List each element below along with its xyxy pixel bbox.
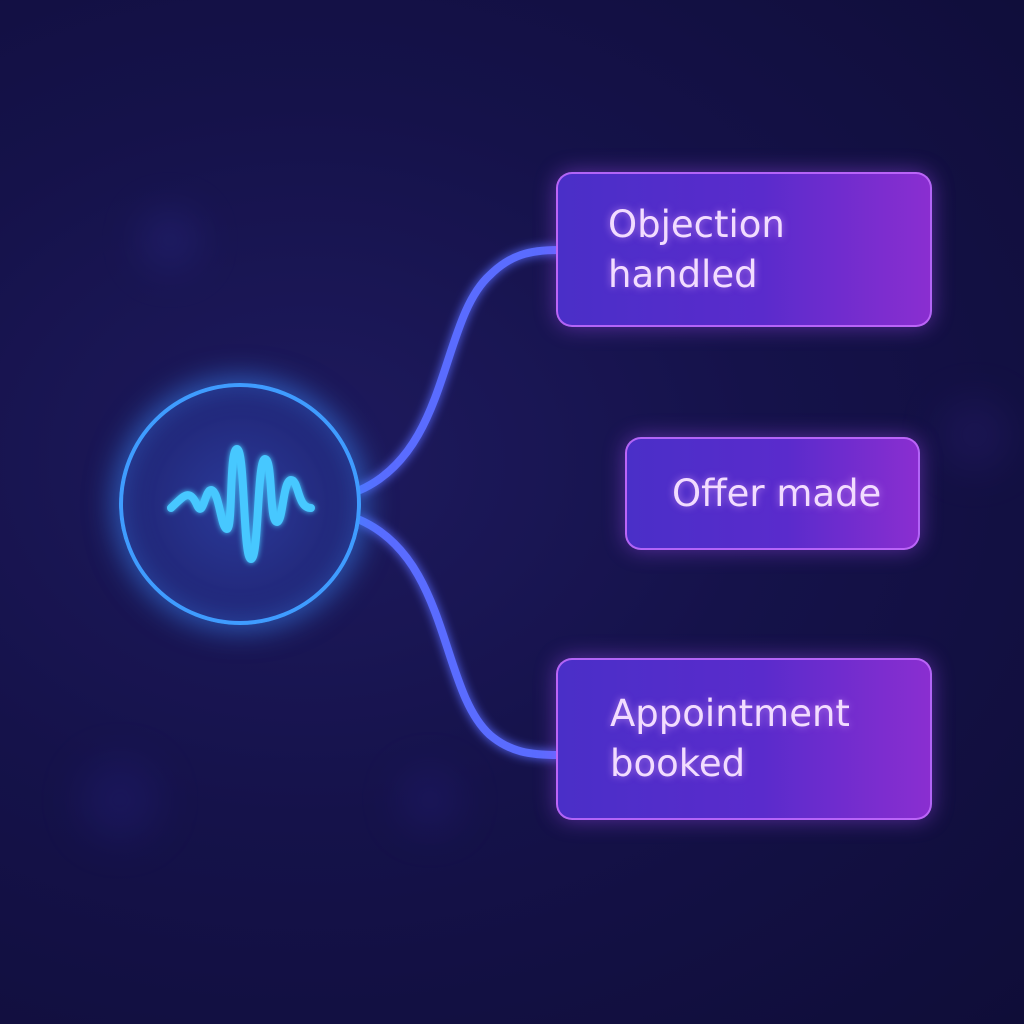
node-label: Offer made <box>672 471 882 515</box>
background-glow <box>940 400 1010 470</box>
background-glow <box>140 210 200 270</box>
connector-to-objection-handled <box>356 246 562 494</box>
node-label: Appointment booked <box>610 692 850 785</box>
node-objection-handled: Objection handled <box>556 172 932 327</box>
node-offer-made: Offer made <box>625 437 920 550</box>
background-glow <box>80 760 160 840</box>
node-appointment-booked: Appointment booked <box>556 658 932 820</box>
node-label: Objection handled <box>608 202 785 296</box>
audio-hub-node <box>119 383 361 625</box>
background-glow <box>400 770 460 830</box>
sound-wave-icon <box>167 445 315 563</box>
connector-to-appointment-booked <box>356 516 562 759</box>
